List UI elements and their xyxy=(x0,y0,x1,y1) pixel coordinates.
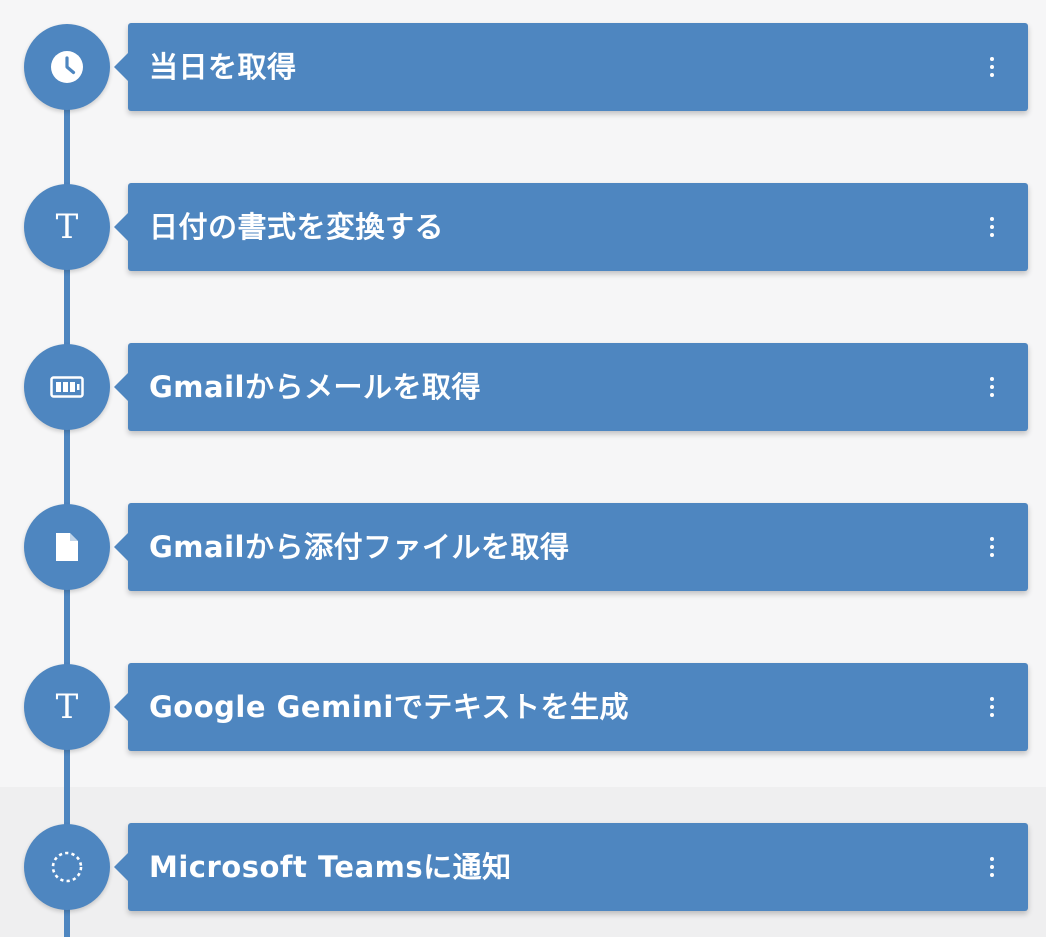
more-dot xyxy=(990,697,994,701)
step-icon-button[interactable] xyxy=(24,344,110,430)
more-options-button[interactable] xyxy=(972,207,1012,247)
more-dot xyxy=(990,553,994,557)
dotted-circle-icon xyxy=(51,851,83,883)
more-dot xyxy=(990,705,994,709)
workflow-step-gemini-generate-text: T Google Geminiでテキストを生成 xyxy=(0,663,1046,751)
text-t-icon: T xyxy=(55,687,79,727)
step-title: 日付の書式を変換する xyxy=(149,210,445,244)
more-dot xyxy=(990,385,994,389)
step-card[interactable]: Microsoft Teamsに通知 xyxy=(114,823,1028,911)
workflow-step-get-today: 当日を取得 xyxy=(0,23,1046,111)
more-dot xyxy=(990,57,994,61)
more-dot xyxy=(990,377,994,381)
step-card[interactable]: Gmailから添付ファイルを取得 xyxy=(114,503,1028,591)
document-icon xyxy=(56,533,78,561)
step-title: Google Geminiでテキストを生成 xyxy=(149,690,629,724)
more-options-button[interactable] xyxy=(972,47,1012,87)
step-icon-button[interactable] xyxy=(24,504,110,590)
more-options-button[interactable] xyxy=(972,687,1012,727)
step-title: Microsoft Teamsに通知 xyxy=(149,850,512,884)
more-options-button[interactable] xyxy=(972,367,1012,407)
more-dot xyxy=(990,233,994,237)
step-card[interactable]: Google Geminiでテキストを生成 xyxy=(114,663,1028,751)
step-icon-button[interactable] xyxy=(24,24,110,110)
more-options-button[interactable] xyxy=(972,847,1012,887)
flow-connector-line xyxy=(64,66,70,937)
more-dot xyxy=(990,537,994,541)
workflow-step-gmail-get-mail: Gmailからメールを取得 xyxy=(0,343,1046,431)
step-card[interactable]: Gmailからメールを取得 xyxy=(114,343,1028,431)
more-dot xyxy=(990,873,994,877)
step-icon-button[interactable]: T xyxy=(24,184,110,270)
mail-tiles-icon xyxy=(50,376,84,398)
step-icon-button[interactable]: T xyxy=(24,664,110,750)
more-dot xyxy=(990,865,994,869)
clock-icon xyxy=(51,51,83,83)
more-dot xyxy=(990,545,994,549)
workflow-step-format-date: T 日付の書式を変換する xyxy=(0,183,1046,271)
more-options-button[interactable] xyxy=(972,527,1012,567)
more-dot xyxy=(990,65,994,69)
more-dot xyxy=(990,217,994,221)
more-dot xyxy=(990,393,994,397)
text-t-icon: T xyxy=(55,207,79,247)
step-title: Gmailからメールを取得 xyxy=(149,370,481,404)
step-title: Gmailから添付ファイルを取得 xyxy=(149,530,570,564)
more-dot xyxy=(990,857,994,861)
more-dot xyxy=(990,713,994,717)
step-icon-button[interactable] xyxy=(24,824,110,910)
workflow-step-teams-notify: Microsoft Teamsに通知 xyxy=(0,823,1046,911)
more-dot xyxy=(990,225,994,229)
more-dot xyxy=(990,73,994,77)
step-card[interactable]: 当日を取得 xyxy=(114,23,1028,111)
step-card[interactable]: 日付の書式を変換する xyxy=(114,183,1028,271)
step-title: 当日を取得 xyxy=(149,50,297,84)
workflow-step-gmail-get-attachment: Gmailから添付ファイルを取得 xyxy=(0,503,1046,591)
